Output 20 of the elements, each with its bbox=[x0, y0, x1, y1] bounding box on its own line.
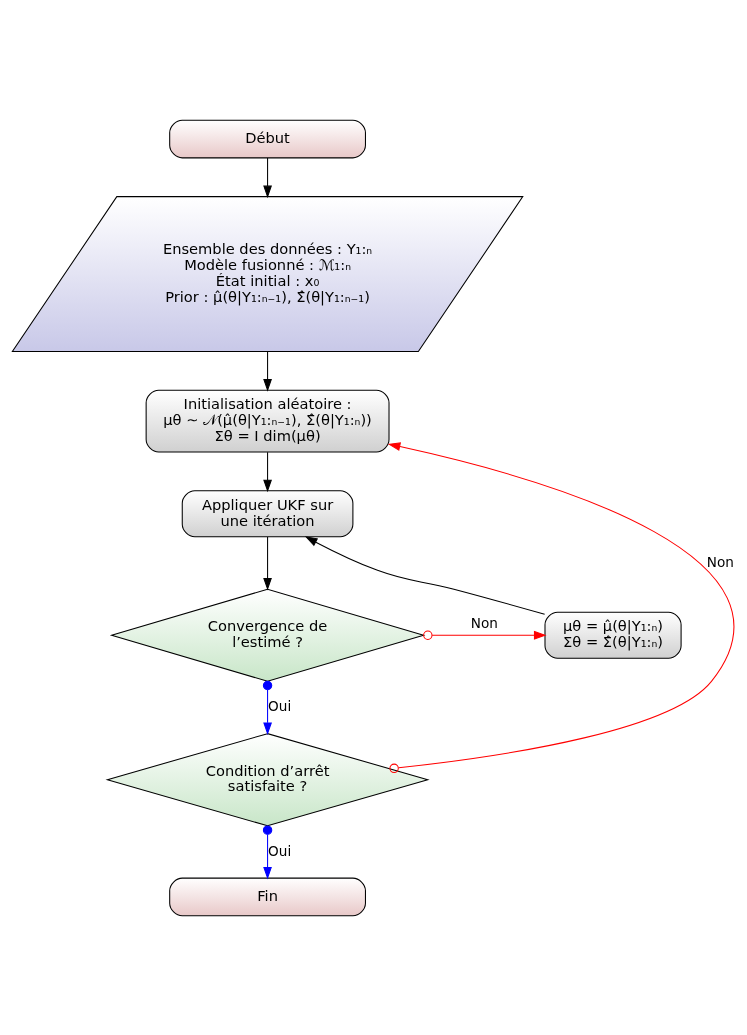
arrow bbox=[263, 451, 272, 492]
node-box: Initialisation aléatoire : μθ ∼ 𝒩(μ̂(θ|Y₁:ₙ₋₁), Σ̂(θ|Y₁:ₙ)) Σθ = I dim(μθ) bbox=[145, 389, 390, 453]
node-box: Fin bbox=[169, 877, 366, 916]
node-box: μθ = μ̂(θ|Y₁:ₙ) Σθ = Σ̂(θ|Y₁:ₙ) bbox=[544, 611, 682, 659]
edge-label: Oui bbox=[268, 842, 292, 859]
arrow bbox=[263, 157, 272, 198]
edge-label: Oui bbox=[268, 697, 292, 714]
arrow bbox=[263, 350, 272, 392]
arrow bbox=[262, 680, 273, 735]
arrow bbox=[262, 824, 273, 879]
node-box: Début bbox=[169, 119, 366, 158]
arrow bbox=[423, 630, 547, 640]
node-box: Appliquer UKF sur une itération bbox=[181, 489, 354, 537]
edge-label: Non bbox=[470, 614, 498, 631]
arrow bbox=[263, 536, 272, 590]
arrow bbox=[387, 441, 735, 773]
edge-label: Non bbox=[706, 553, 734, 570]
node-diamond: Condition d’arrêt satisfaite ? bbox=[105, 732, 430, 826]
arrow bbox=[304, 535, 546, 615]
node-diamond: Convergence de l’estimé ? bbox=[109, 588, 426, 682]
